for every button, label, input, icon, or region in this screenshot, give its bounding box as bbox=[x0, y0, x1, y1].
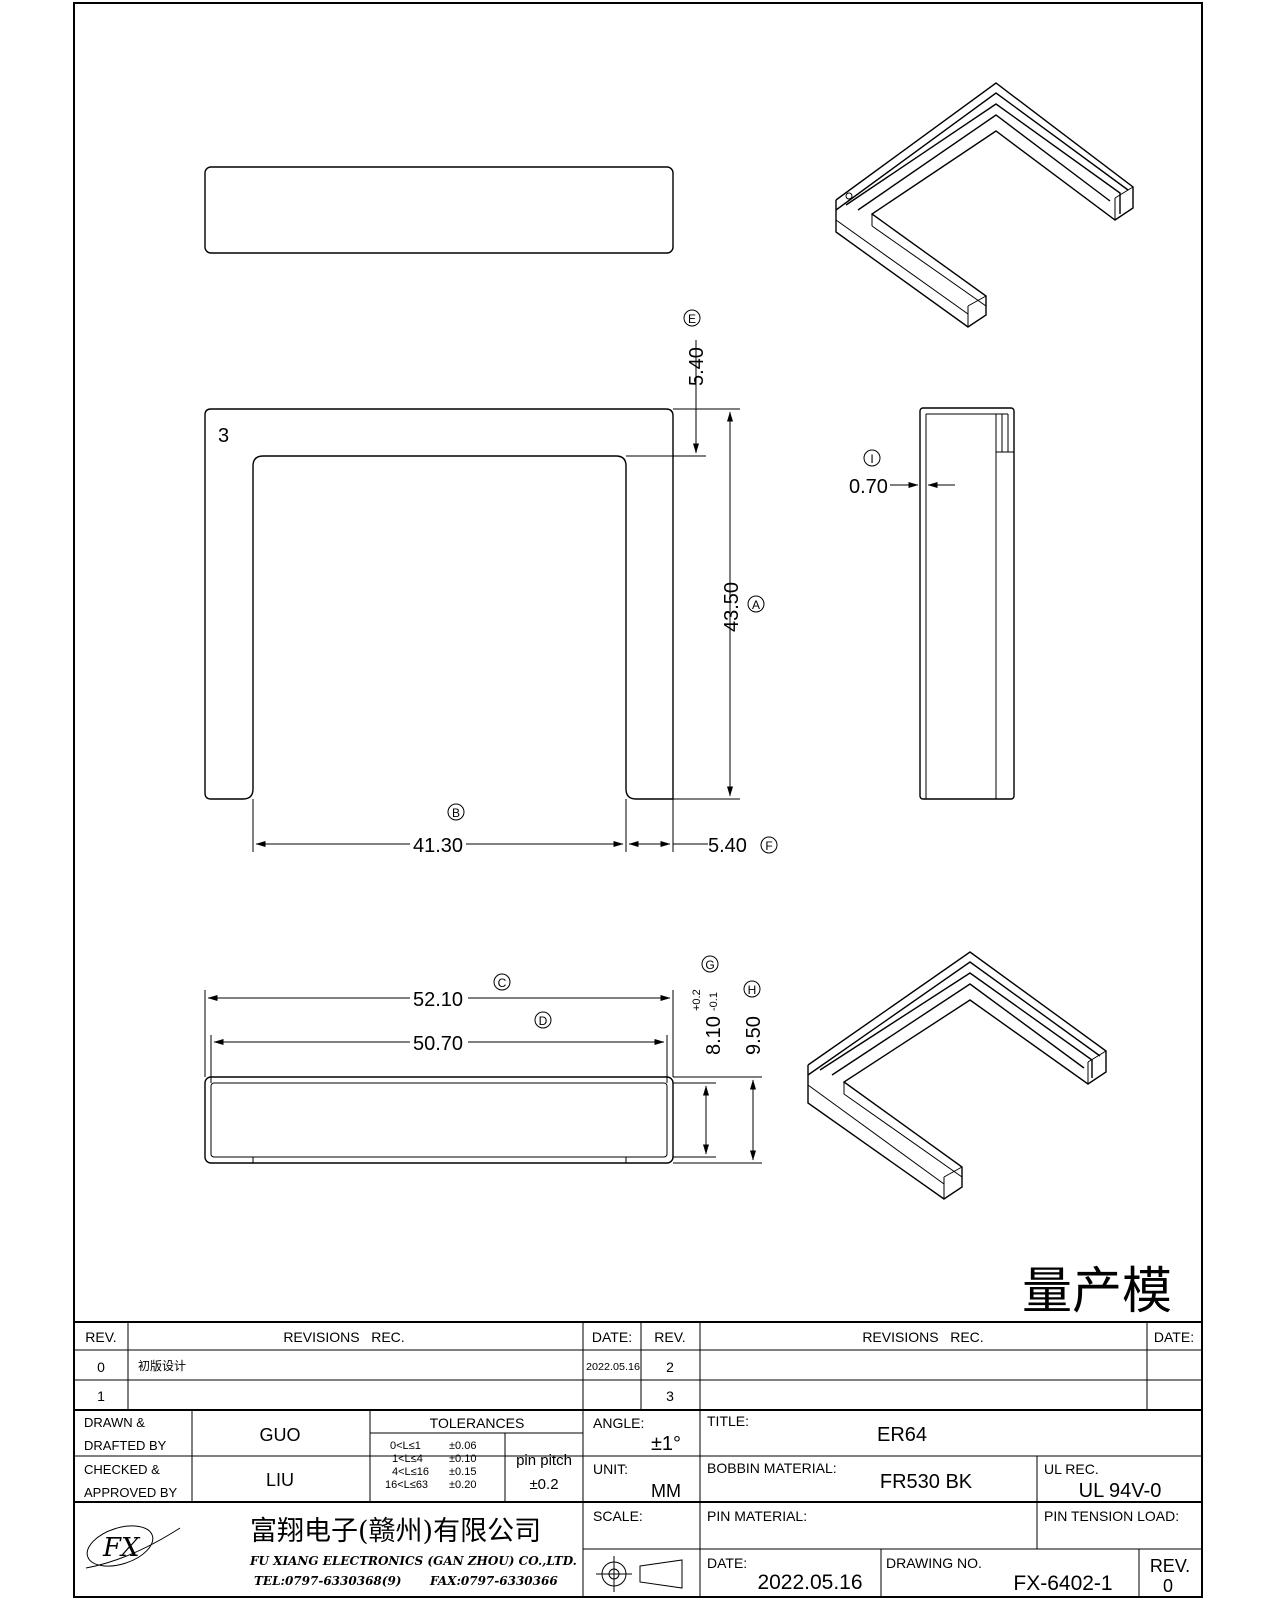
title-label: TITLE: bbox=[707, 1413, 749, 1429]
revision-row-2-rev: 2 bbox=[666, 1359, 674, 1375]
bottom-view bbox=[204, 1076, 674, 1164]
scale-label: SCALE: bbox=[593, 1508, 643, 1524]
dim-d-label: D bbox=[539, 1014, 548, 1028]
date-value: 2022.05.16 bbox=[757, 1571, 862, 1594]
revisions-rec-header: REVISIONS REC. bbox=[283, 1329, 404, 1345]
tolerance-range-0: 0<L≤1 bbox=[390, 1440, 421, 1452]
dim-g-tol-minus: -0.1 bbox=[708, 992, 720, 1011]
tolerances-label: TOLERANCES bbox=[430, 1415, 525, 1431]
tolerance-value-1: ±0.10 bbox=[449, 1453, 476, 1465]
dim-e-value: 5.40 bbox=[686, 347, 708, 386]
checked-label-2: APPROVED BY bbox=[84, 1485, 178, 1500]
rev-header-right: REV. bbox=[654, 1329, 685, 1345]
dim-a-value: 43.50 bbox=[721, 582, 743, 632]
revision-row-3-rev: 3 bbox=[666, 1388, 674, 1404]
ul-rec-value: UL 94V-0 bbox=[1079, 1480, 1162, 1502]
tolerance-value-2: ±0.15 bbox=[449, 1466, 476, 1478]
dim-f-balloon bbox=[760, 836, 778, 854]
dim-i-balloon bbox=[863, 449, 881, 467]
tolerance-value-0: ±0.06 bbox=[449, 1440, 476, 1452]
bobbin-material-label: BOBBIN MATERIAL: bbox=[707, 1460, 837, 1476]
revision-row-1-rev: 1 bbox=[97, 1388, 105, 1404]
rev-label: REV. bbox=[1150, 1556, 1190, 1576]
dim-g-value: 8.10 bbox=[703, 1016, 725, 1055]
production-mark: 量产模 bbox=[1022, 1262, 1172, 1320]
isometric-view-top bbox=[835, 82, 1134, 328]
dim-i-value: 0.70 bbox=[849, 476, 888, 498]
bobbin-material-value: FR530 BK bbox=[880, 1471, 973, 1493]
dim-c-balloon bbox=[493, 973, 511, 991]
dim-b-value: 41.30 bbox=[413, 835, 463, 857]
date-header: DATE: bbox=[592, 1329, 632, 1345]
dim-f-label: F bbox=[765, 839, 772, 853]
drawing-no-value: FX-6402-1 bbox=[1013, 1572, 1112, 1595]
revision-row-0-rev: 0 bbox=[97, 1359, 105, 1375]
company-logo-text: FX bbox=[102, 1533, 141, 1563]
front-view: 3 bbox=[204, 408, 674, 800]
drawn-by-value: GUO bbox=[259, 1425, 300, 1445]
front-view-dimensions bbox=[252, 340, 740, 852]
dim-a-label: A bbox=[752, 598, 760, 612]
date-header-right: DATE: bbox=[1154, 1329, 1194, 1345]
pin-material-label: PIN MATERIAL: bbox=[707, 1508, 807, 1524]
pin-pitch-value: ±0.2 bbox=[529, 1476, 558, 1493]
company-logo: FX bbox=[85, 1525, 181, 1569]
company-name-cn: 富翔电子(赣州)有限公司 bbox=[250, 1516, 541, 1547]
drawn-label-1: DRAWN & bbox=[84, 1415, 145, 1430]
dim-h-label: H bbox=[748, 983, 757, 997]
projection-symbol-icon bbox=[596, 1556, 683, 1592]
date-label: DATE: bbox=[707, 1555, 747, 1571]
top-view-strip bbox=[204, 166, 674, 254]
dim-h-value: 9.50 bbox=[743, 1016, 765, 1055]
angle-label: ANGLE: bbox=[593, 1415, 644, 1431]
title-value: ER64 bbox=[877, 1424, 927, 1446]
dim-f-value: 5.40 bbox=[708, 835, 747, 857]
dim-g-label: G bbox=[705, 958, 714, 972]
dim-c-label: C bbox=[498, 976, 507, 990]
dim-i-label: I bbox=[870, 452, 873, 466]
dim-d-balloon bbox=[534, 1011, 552, 1029]
unit-value: MM bbox=[651, 1481, 681, 1501]
ul-rec-label: UL REC. bbox=[1044, 1461, 1099, 1477]
isometric-view-bottom bbox=[807, 951, 1107, 1200]
tolerance-range-1: 1<L≤4 bbox=[392, 1453, 423, 1465]
revisions-rec-header-right: REVISIONS REC. bbox=[862, 1329, 983, 1345]
rev-header: REV. bbox=[85, 1329, 116, 1345]
dim-e-balloon bbox=[683, 309, 701, 327]
dim-h-balloon bbox=[743, 980, 761, 998]
rev-value: 0 bbox=[1163, 1576, 1173, 1596]
unit-label: UNIT: bbox=[593, 1461, 628, 1477]
tolerance-range-3: 16<L≤63 bbox=[385, 1479, 428, 1491]
angle-value: ±1° bbox=[651, 1433, 681, 1455]
sheet-border bbox=[73, 2, 1203, 1598]
dim-b-balloon bbox=[447, 803, 465, 821]
company-tel: TEL:0797-6330368(9) bbox=[254, 1574, 401, 1588]
checked-by-value: LIU bbox=[266, 1470, 294, 1490]
company-fax: FAX:0797-6330366 bbox=[429, 1574, 558, 1588]
pin-tension-label: PIN TENSION LOAD: bbox=[1044, 1508, 1179, 1524]
pin-pitch-label: pin pitch bbox=[516, 1452, 572, 1469]
revision-row-0-rec: 初版设计 bbox=[138, 1359, 186, 1373]
dim-e-label: E bbox=[688, 312, 696, 326]
tolerance-range-2: 4<L≤16 bbox=[392, 1466, 429, 1478]
part-number-mark: 3 bbox=[218, 425, 229, 447]
tolerance-value-3: ±0.20 bbox=[449, 1479, 476, 1491]
dim-b-label: B bbox=[452, 806, 460, 820]
dim-a-balloon bbox=[747, 595, 765, 613]
revision-row-0-date: 2022.05.16 bbox=[586, 1362, 640, 1373]
dim-c-value: 52.10 bbox=[413, 989, 463, 1011]
dim-d-value: 50.70 bbox=[413, 1033, 463, 1055]
side-view bbox=[919, 407, 1015, 800]
company-name-en: FU XIANG ELECTRONICS (GAN ZHOU) CO.,LTD. bbox=[249, 1554, 577, 1568]
dim-g-tol-plus: +0.2 bbox=[691, 989, 703, 1011]
title-block-grid bbox=[74, 1321, 1202, 1597]
dim-g-balloon bbox=[701, 955, 719, 973]
drawn-label-2: DRAFTED BY bbox=[84, 1438, 167, 1453]
checked-label-1: CHECKED & bbox=[84, 1462, 160, 1477]
drawing-no-label: DRAWING NO. bbox=[886, 1555, 982, 1571]
